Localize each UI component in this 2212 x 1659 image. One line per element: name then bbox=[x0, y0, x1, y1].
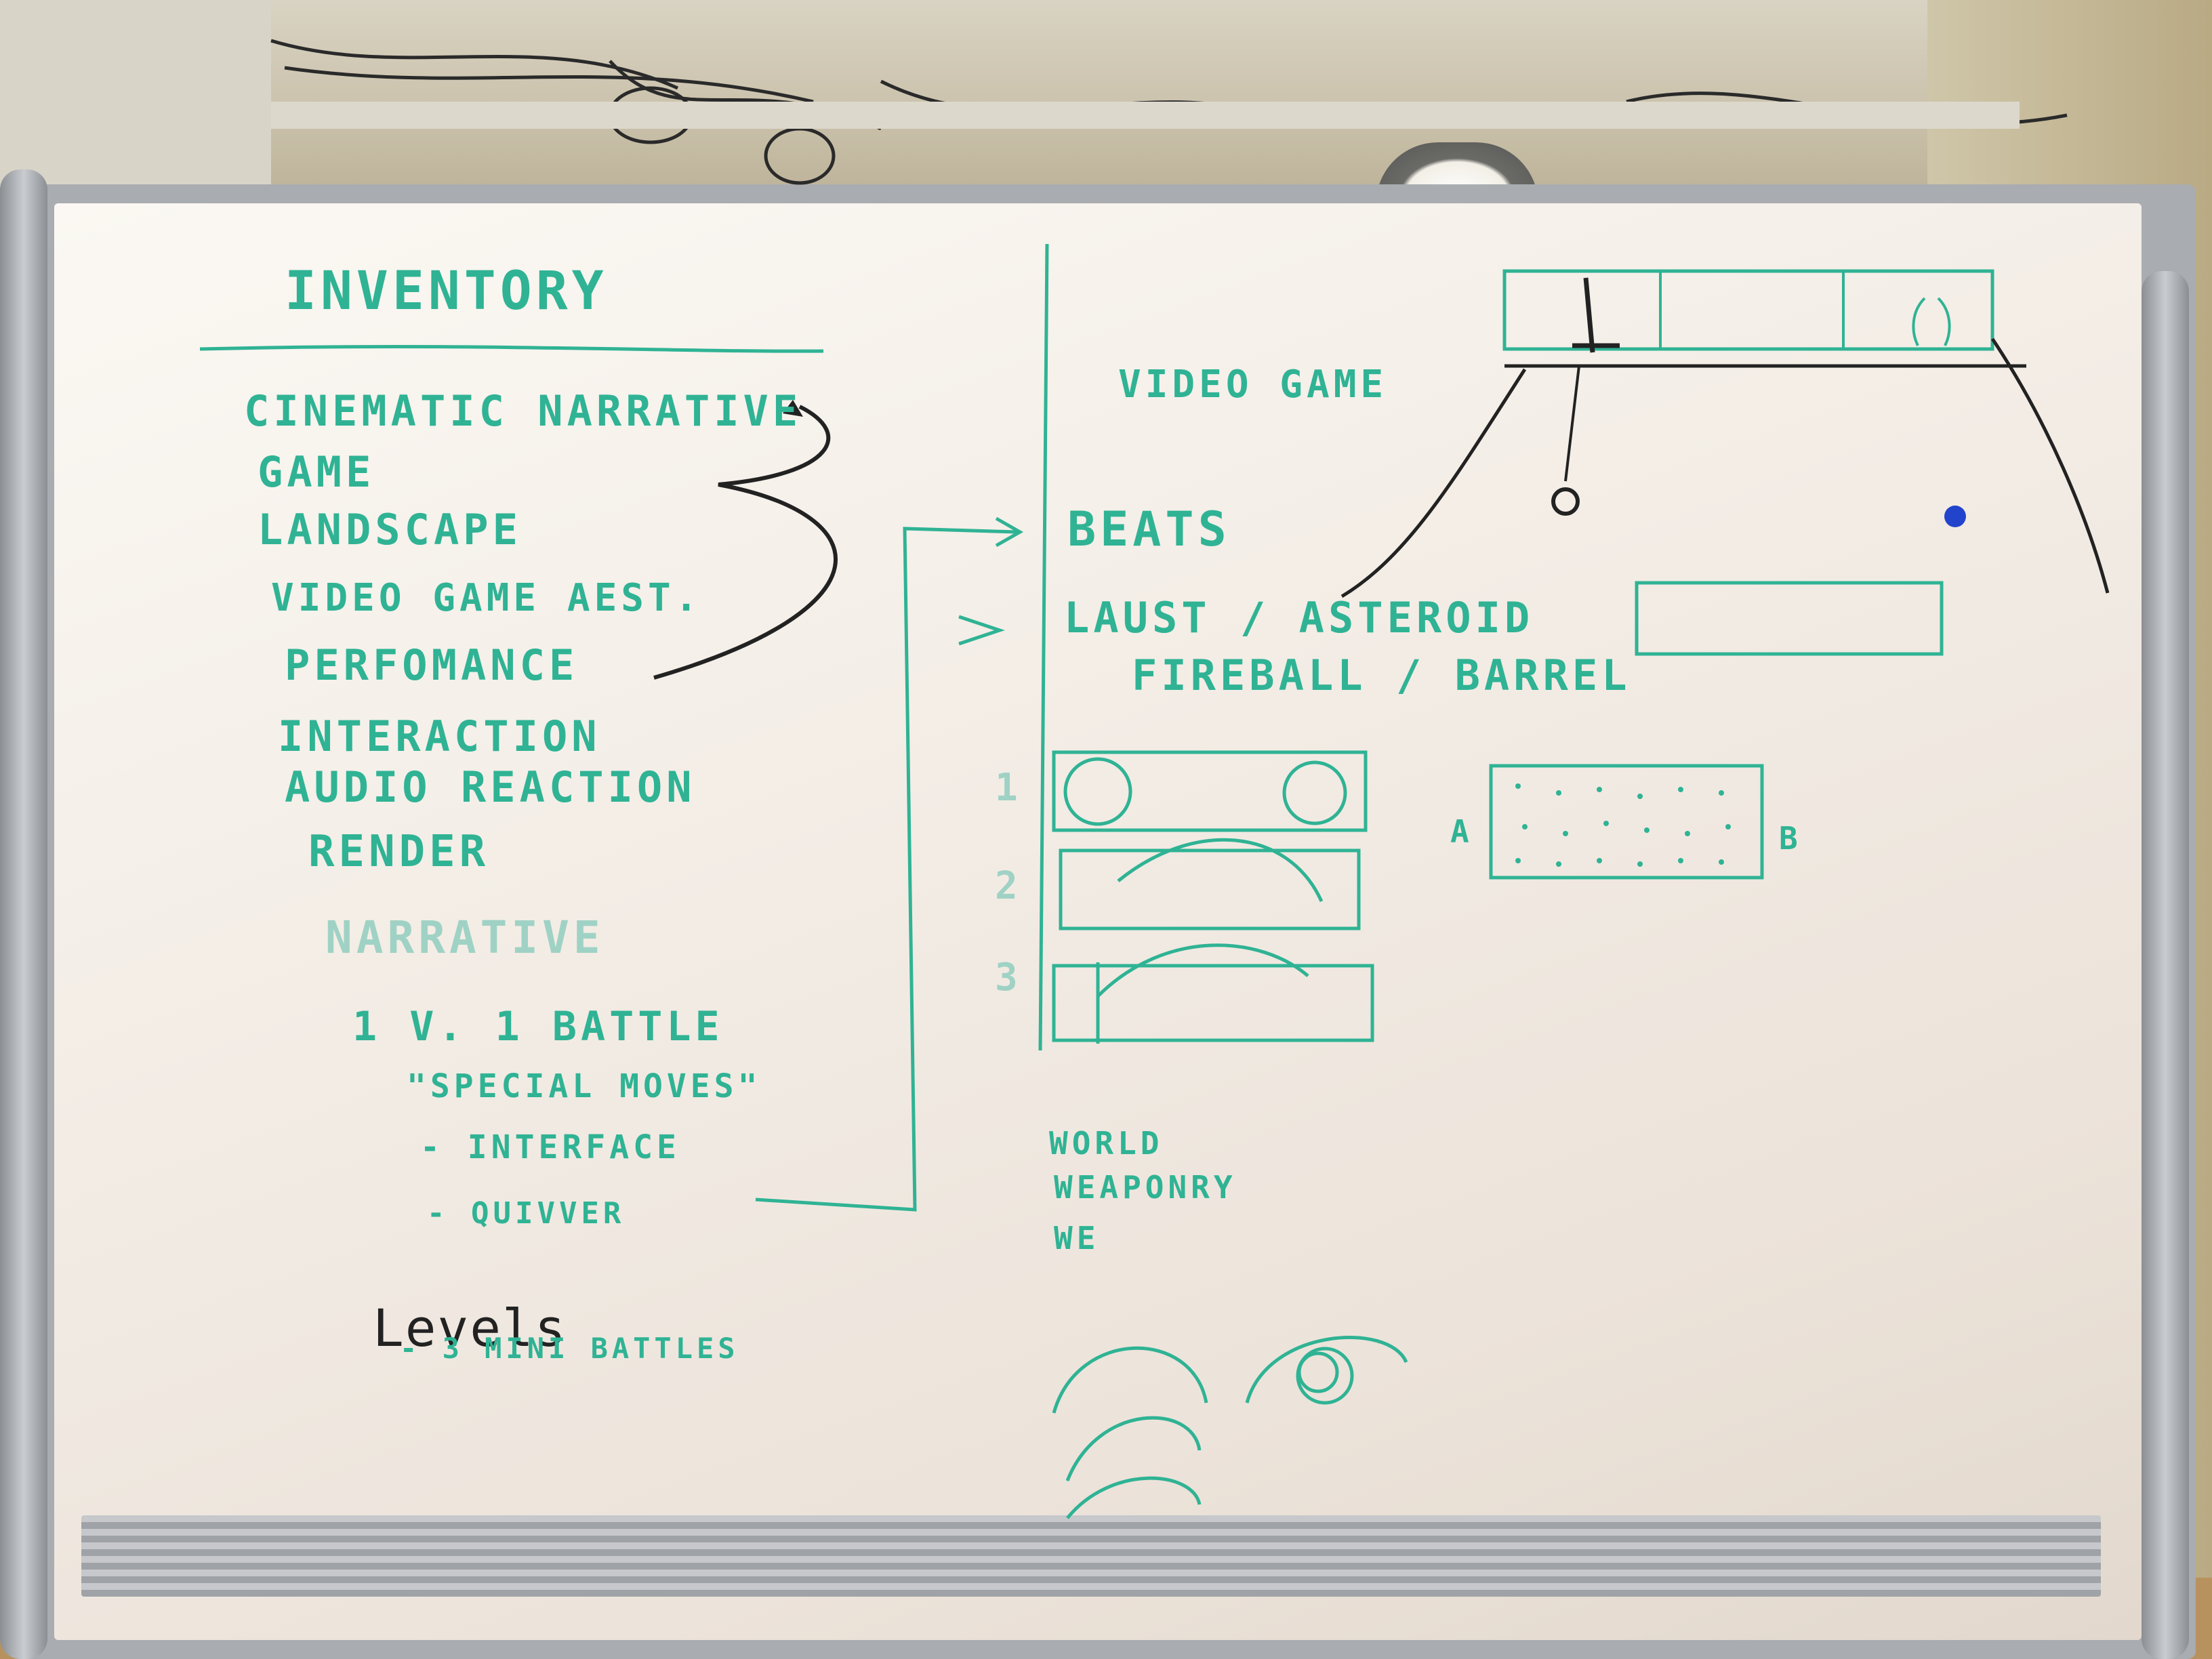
step-number: 3 bbox=[995, 956, 1022, 1000]
whiteboard-leg-left bbox=[0, 169, 47, 1659]
whiteboard-leg-right bbox=[2142, 271, 2189, 1659]
battle-line: - INTERFACE bbox=[420, 1128, 680, 1166]
arrow-head bbox=[783, 400, 803, 417]
faded-word: NARRATIVE bbox=[325, 912, 605, 964]
world-list-item: WORLD bbox=[1049, 1125, 1164, 1162]
inventory-title: INVENTORY bbox=[285, 261, 608, 322]
letter-b: B bbox=[1779, 820, 1802, 857]
battle-heading: 1 v. 1 BATTLE bbox=[352, 1003, 724, 1050]
levels-sub: - 3 MINI BATTLES bbox=[400, 1332, 739, 1365]
letter-a: A bbox=[1450, 813, 1473, 850]
inventory-item: AUDIO REACTION bbox=[285, 762, 696, 812]
inventory-item: CINEMATIC NARRATIVE bbox=[244, 386, 802, 436]
idea-line: LAUST / ASTEROID bbox=[1064, 593, 1534, 642]
inventory-item: GAME bbox=[258, 447, 375, 497]
cable-rack bbox=[271, 102, 2020, 129]
levels-heading: Levels bbox=[373, 1298, 567, 1358]
inventory-item: INTERACTION bbox=[278, 712, 601, 761]
battle-line: "SPECIAL MOVES" bbox=[407, 1067, 762, 1105]
title-underline bbox=[199, 345, 824, 353]
sequence-sketches bbox=[1052, 750, 1374, 1044]
marker-tray bbox=[81, 1515, 2101, 1597]
whiteboard bbox=[54, 203, 2142, 1640]
step-number: 1 bbox=[995, 766, 1022, 810]
beats-label: BEATS bbox=[1067, 501, 1231, 557]
world-list-item: WE bbox=[1054, 1220, 1100, 1256]
blue-dot bbox=[1944, 506, 1966, 527]
video-game-title: VIDEO GAME bbox=[1118, 363, 1388, 407]
inventory-item: LANDSCAPE bbox=[258, 505, 522, 554]
inventory-item: RENDER bbox=[308, 827, 490, 877]
idea-line: FIREBALL / BARREL bbox=[1132, 651, 1631, 700]
screen-sketch bbox=[1502, 269, 1994, 351]
inventory-item: VIDEO GAME AEST. bbox=[271, 576, 702, 620]
quivver-bracket bbox=[755, 527, 1017, 1212]
arc-sketches bbox=[1052, 1336, 1408, 1519]
world-list-item: WEAPONRY bbox=[1054, 1169, 1237, 1206]
ball-sketch bbox=[1551, 487, 1580, 516]
dotted-box bbox=[1489, 764, 1764, 880]
arrow-curve bbox=[653, 405, 838, 680]
divider-line bbox=[1038, 243, 1049, 1051]
battle-line: - QUIVVER bbox=[427, 1196, 626, 1231]
inventory-item: PERFOMANCE bbox=[285, 640, 579, 690]
step-number: 2 bbox=[995, 864, 1022, 908]
